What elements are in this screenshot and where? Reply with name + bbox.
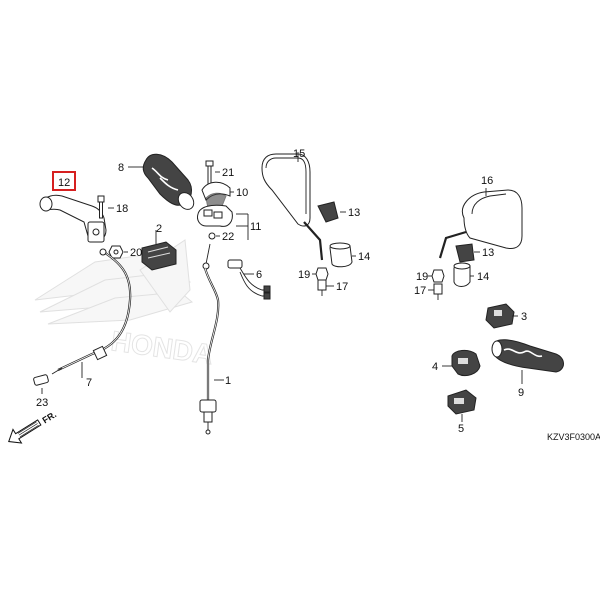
left-mirror — [261, 152, 324, 261]
label-part-7[interactable]: 7 — [86, 377, 92, 389]
cover-14-right — [453, 262, 474, 287]
label-part-17-left[interactable]: 17 — [336, 281, 348, 293]
clutch-cable — [51, 248, 132, 378]
watermark-text: HONDA — [109, 325, 215, 370]
honda-wing-watermark: HONDA — [34, 239, 216, 371]
screw-21 — [205, 160, 220, 185]
label-part-16[interactable]: 16 — [481, 175, 493, 187]
switch-unit-5 — [447, 389, 477, 422]
cover-14-left — [329, 242, 356, 268]
label-part-4[interactable]: 4 — [432, 361, 438, 373]
adapter-17-left — [317, 279, 334, 296]
switch-unit-4 — [442, 349, 481, 377]
label-part-19-right[interactable]: 19 — [416, 271, 428, 283]
front-direction-arrow: FR. — [8, 409, 59, 444]
nut-20 — [108, 245, 128, 259]
screw-22 — [208, 232, 220, 240]
label-part-11[interactable]: 11 — [250, 221, 261, 233]
label-part-19-left[interactable]: 19 — [298, 269, 310, 281]
clutch-lever — [39, 194, 107, 243]
label-part-13-left[interactable]: 13 — [348, 207, 360, 219]
label-part-14-right[interactable]: 14 — [477, 271, 489, 283]
label-part-14-left[interactable]: 14 — [358, 251, 370, 263]
highlight-box — [52, 171, 76, 191]
switch-unit-3 — [485, 303, 518, 329]
bolt-18 — [97, 195, 114, 219]
switch-unit-2 — [141, 230, 177, 271]
boot-13-left — [317, 201, 346, 223]
left-grip — [128, 153, 195, 210]
label-part-13-right[interactable]: 13 — [482, 247, 494, 259]
throttle-cable — [199, 243, 224, 435]
callout-labels: 1 2 3 4 5 6 7 8 9 10 11 12 13 13 14 14 1… — [36, 148, 527, 435]
boot-13-right — [455, 243, 480, 263]
label-part-8[interactable]: 8 — [118, 162, 124, 174]
right-mirror — [438, 188, 523, 259]
label-part-18[interactable]: 18 — [116, 203, 128, 215]
clutch-switch-6 — [227, 259, 271, 300]
switch-housing-lower — [197, 204, 249, 240]
label-part-5[interactable]: 5 — [458, 423, 464, 435]
label-part-17-right[interactable]: 17 — [414, 285, 426, 297]
cap-23 — [33, 374, 49, 394]
label-part-3[interactable]: 3 — [521, 311, 527, 323]
label-part-22[interactable]: 22 — [222, 231, 234, 243]
switch-housing-upper — [201, 181, 234, 209]
label-part-23[interactable]: 23 — [36, 397, 48, 409]
label-part-10[interactable]: 10 — [236, 187, 248, 199]
nut-19-right — [428, 269, 445, 283]
direction-label: FR. — [41, 409, 59, 425]
right-grip — [491, 339, 564, 384]
nut-19-left — [312, 267, 329, 281]
label-part-6[interactable]: 6 — [256, 269, 262, 281]
label-part-12[interactable]: 12 — [58, 177, 70, 189]
label-part-1[interactable]: 1 — [225, 375, 231, 387]
adapter-17-right — [428, 283, 443, 300]
label-part-20[interactable]: 20 — [130, 247, 142, 259]
label-part-9[interactable]: 9 — [518, 387, 524, 399]
diagram-code: KZV3F0300A — [547, 432, 600, 442]
label-part-2[interactable]: 2 — [156, 223, 162, 235]
label-part-21[interactable]: 21 — [222, 167, 234, 179]
label-part-15[interactable]: 15 — [293, 148, 305, 160]
